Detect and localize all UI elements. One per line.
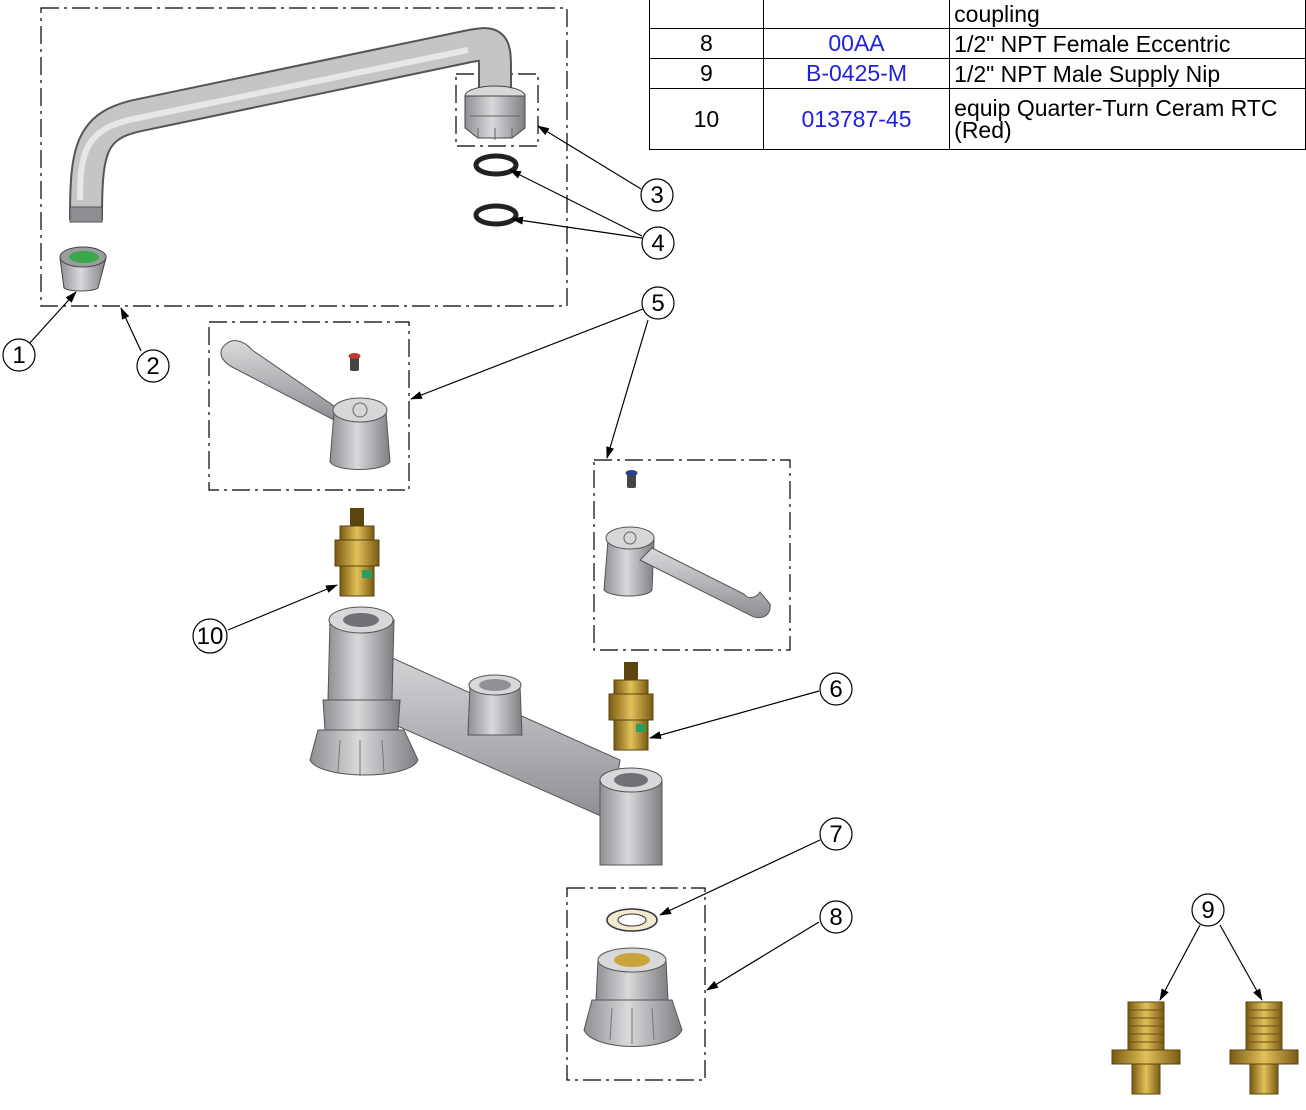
callout-label: 9 <box>1201 897 1214 924</box>
callout-label: 7 <box>829 821 842 848</box>
handle-right-group-box <box>593 459 791 651</box>
part-number-link[interactable]: 013787-45 <box>762 88 951 150</box>
callout-8: 8 <box>819 900 853 934</box>
callout-3: 3 <box>640 178 674 212</box>
callout-label: 6 <box>829 676 842 703</box>
callout-2: 2 <box>136 349 170 383</box>
callout-4: 4 <box>641 226 675 260</box>
part-description: 1/2" NPT Female Eccentric <box>949 28 1306 59</box>
cartridge-right <box>608 662 654 751</box>
table-row: 8 00AA 1/2" NPT Female Eccentric <box>649 28 1306 59</box>
callout-1: 1 <box>2 338 36 372</box>
callout-label: 8 <box>829 904 842 931</box>
faucet-body <box>309 606 663 866</box>
callout-9: 9 <box>1191 893 1225 927</box>
part-description: 1/2" NPT Male Supply Nip <box>949 58 1306 89</box>
item-number: 10 <box>649 88 764 150</box>
table-row: 9 B-0425-M 1/2" NPT Male Supply Nip <box>649 58 1306 89</box>
supply-nipple-left <box>1111 1001 1181 1095</box>
leader-lines <box>27 125 1263 1001</box>
callout-5: 5 <box>641 286 675 320</box>
cartridge-left <box>334 508 380 597</box>
table-row: coupling <box>649 0 1306 29</box>
washer <box>606 908 658 932</box>
table-row: 10 013787-45 equip Quarter-Turn Ceram RT… <box>649 88 1306 150</box>
callout-label: 5 <box>651 290 664 317</box>
o-rings <box>473 153 519 227</box>
handle-left-group-box <box>208 321 410 491</box>
callout-7: 7 <box>819 817 853 851</box>
callout-label: 10 <box>197 623 224 650</box>
item-number: 8 <box>649 28 764 59</box>
part-number-link[interactable]: 00AA <box>762 28 951 59</box>
part-description: coupling <box>949 0 1306 29</box>
callout-label: 1 <box>12 342 25 369</box>
callout-label: 4 <box>651 230 664 257</box>
callout-6: 6 <box>819 672 853 706</box>
part-description: equip Quarter-Turn Ceram RTC (Red) <box>949 88 1306 150</box>
callout-label: 3 <box>650 182 663 209</box>
callout-10: 10 <box>192 618 228 654</box>
lever-handle-left <box>220 340 391 470</box>
callout-label: 2 <box>146 353 159 380</box>
item-number: 9 <box>649 58 764 89</box>
part-number-link[interactable]: B-0425-M <box>762 58 951 89</box>
parts-table: coupling 8 00AA 1/2" NPT Female Eccentri… <box>649 0 1306 150</box>
eccentric-flange <box>583 947 683 1047</box>
flange-group-box <box>566 887 706 1081</box>
lever-handle-right <box>603 470 771 619</box>
aerator <box>59 246 107 292</box>
spout-group-box <box>40 7 568 307</box>
supply-nipple-right <box>1229 1001 1299 1095</box>
swing-spout <box>69 27 526 223</box>
